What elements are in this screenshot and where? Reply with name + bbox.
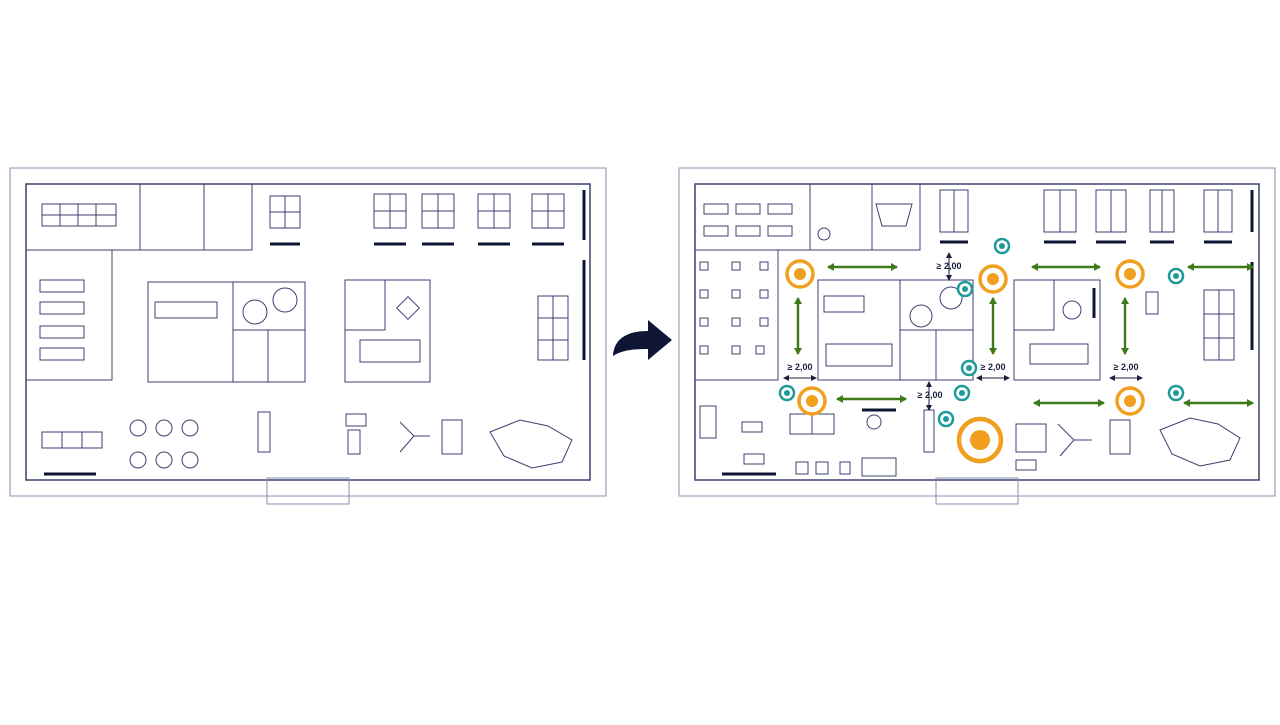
interior-wall xyxy=(25,183,591,481)
interior-wall xyxy=(694,183,1260,481)
orange-target-icon xyxy=(1115,259,1145,289)
plan-after xyxy=(678,167,1276,505)
hedge-plants xyxy=(722,190,1254,476)
dimension-label-3: ≥ 2,00 xyxy=(918,390,943,400)
meeting-tables xyxy=(823,286,1089,367)
teal-target-icon xyxy=(1167,267,1185,285)
dimension-label-2: ≥ 2,00 xyxy=(788,362,813,372)
teal-target-icon xyxy=(960,359,978,377)
office-room-north xyxy=(112,184,253,251)
orange-target-icon xyxy=(785,259,815,289)
desk-cluster-west xyxy=(39,279,85,361)
hedge-plants xyxy=(44,190,586,476)
orange-target-icon xyxy=(956,416,1004,464)
teal-target-icon xyxy=(1167,384,1185,402)
entrance xyxy=(266,477,350,505)
entrance xyxy=(935,477,1019,505)
orange-target-icon xyxy=(978,264,1008,294)
orange-target-icon xyxy=(797,386,827,416)
meeting-divisions xyxy=(232,282,305,382)
teal-target-icon xyxy=(937,410,955,428)
assembly-points xyxy=(785,259,1145,464)
teal-target-icon xyxy=(778,384,796,402)
office-room-west xyxy=(26,249,113,381)
office-room-north xyxy=(778,184,921,251)
meeting-block xyxy=(147,281,306,383)
access-points xyxy=(778,237,1185,428)
plan-before xyxy=(9,167,607,505)
dimension-label-4: ≥ 2,00 xyxy=(981,362,1006,372)
room-divider xyxy=(809,184,873,250)
teal-target-icon xyxy=(953,384,971,402)
teal-target-icon xyxy=(993,237,1011,255)
desk-cluster-north xyxy=(269,193,565,229)
desk-cluster-nw xyxy=(41,203,117,227)
building-outline xyxy=(678,167,1276,497)
teal-target-icon xyxy=(956,280,974,298)
desk-cluster-nw xyxy=(703,203,913,241)
orange-target-icon xyxy=(1115,386,1145,416)
clearance-arrows xyxy=(794,263,1254,407)
office-room-west xyxy=(695,249,779,381)
building-outline xyxy=(9,167,607,497)
curved-right-arrow-icon xyxy=(613,320,672,360)
lounge-south xyxy=(41,411,573,469)
lounge-south xyxy=(699,405,1241,477)
meeting-divisions xyxy=(899,280,973,380)
desk-cluster-east xyxy=(537,295,569,361)
meeting-tables xyxy=(154,287,421,363)
meeting-room-east xyxy=(344,279,431,383)
desk-cluster-north xyxy=(939,189,1233,233)
meeting-room-divider xyxy=(1014,280,1055,331)
dimension-label-1: ≥ 2,00 xyxy=(937,261,962,271)
desk-cluster-east xyxy=(1145,289,1235,361)
dimension-arrows xyxy=(783,252,1143,411)
dimension-label-5: ≥ 2,00 xyxy=(1114,362,1139,372)
meeting-room-divider xyxy=(345,280,386,331)
office-chairs-west xyxy=(699,261,769,355)
